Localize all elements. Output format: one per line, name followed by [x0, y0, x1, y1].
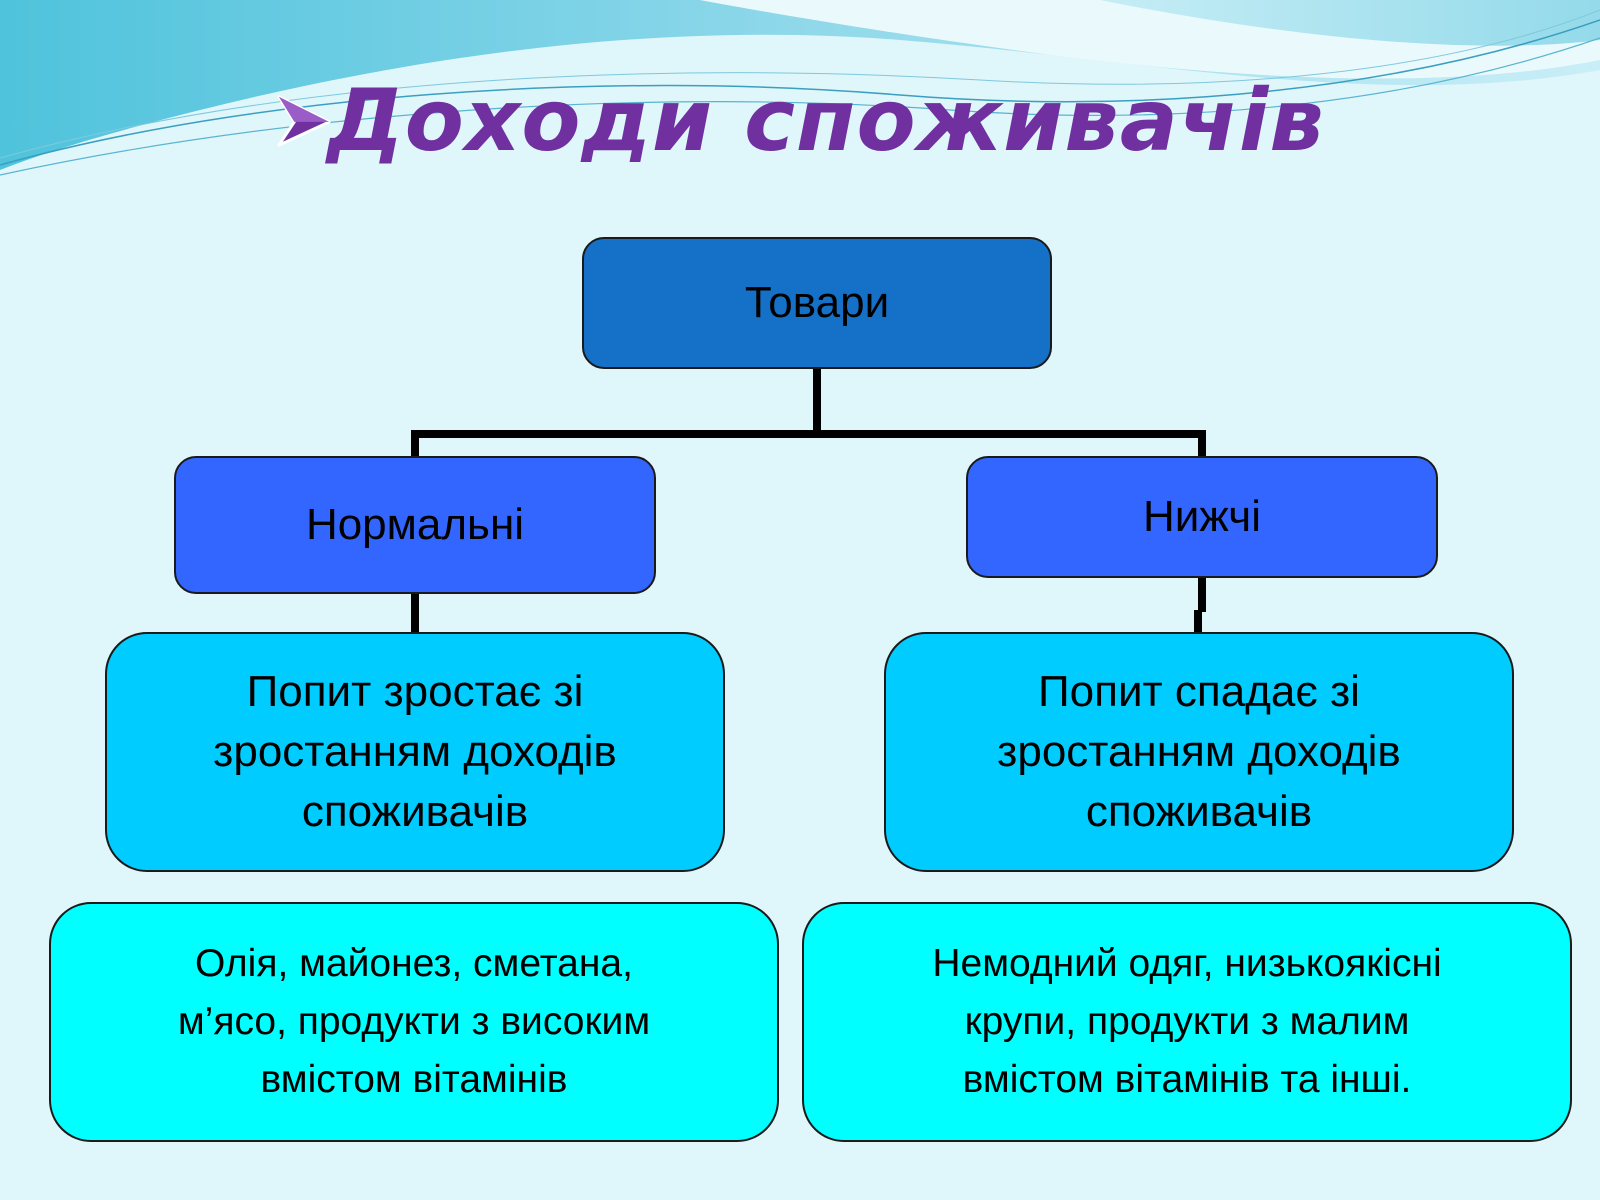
normal-goods-node: Нормальні [174, 456, 656, 594]
normal-goods-label: Нормальні [305, 500, 525, 549]
inferior-goods-node: Нижчі [966, 456, 1438, 578]
arrowhead-bullet-icon [277, 94, 331, 147]
inferior-demand-node: Попит спадає зі зростанням доходів спожи… [884, 632, 1514, 872]
slide-title-text: Доходи споживачів [327, 71, 1325, 171]
inferior-examples-text: Немодний одяг, низькоякісні крупи, проду… [932, 942, 1442, 1101]
root-node-label: Товари [744, 278, 890, 327]
normal-examples-node: Олія, майонез, сметана, м’ясо, продукти … [49, 902, 779, 1142]
root-node-goods: Товари [582, 237, 1052, 369]
inferior-goods-label: Нижчі [1143, 492, 1261, 541]
slide-title: Доходи споживачів [0, 78, 1600, 164]
normal-demand-node: Попит зростає зі зростанням доходів спож… [105, 632, 725, 872]
normal-demand-text: Попит зростає зі зростанням доходів спож… [213, 667, 617, 836]
inferior-examples-node: Немодний одяг, низькоякісні крупи, проду… [802, 902, 1572, 1142]
normal-examples-text: Олія, майонез, сметана, м’ясо, продукти … [177, 942, 651, 1101]
background-waves [0, 0, 1600, 176]
inferior-demand-text: Попит спадає зі зростанням доходів спожи… [997, 667, 1401, 836]
